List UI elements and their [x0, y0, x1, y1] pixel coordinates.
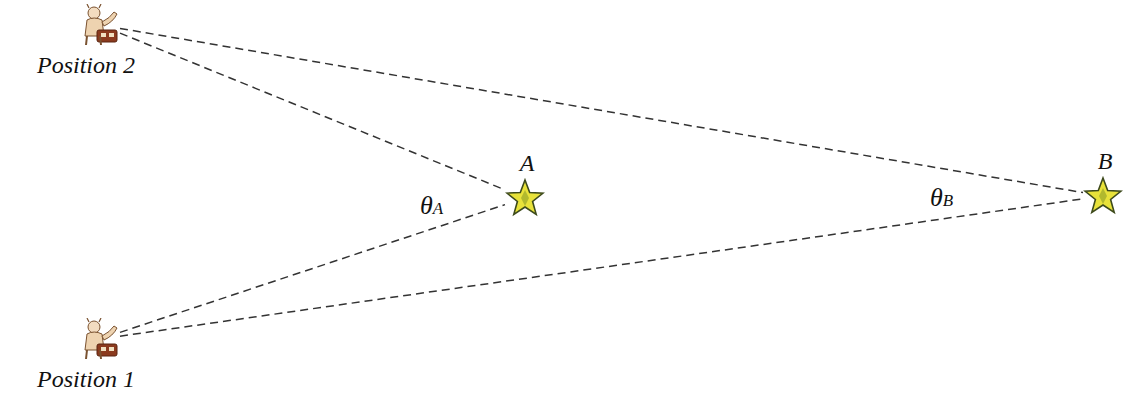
star-node: A	[505, 178, 545, 218]
angle-label: θA	[418, 190, 445, 221]
star-icon	[1083, 176, 1123, 216]
sight-line	[120, 199, 1083, 336]
observer-node: Position 1	[80, 318, 120, 360]
observer-node: Position 2	[80, 4, 120, 46]
star-node: B	[1083, 176, 1123, 216]
observer-icon	[80, 4, 120, 46]
star-label: A	[520, 150, 535, 176]
star-label: B	[1098, 148, 1113, 174]
position-label: Position 2	[37, 52, 135, 78]
sight-line	[120, 205, 505, 333]
observer-icon	[80, 318, 120, 360]
angle-label: θB	[928, 182, 955, 213]
position-label: Position 1	[37, 366, 135, 392]
sight-line	[120, 28, 1083, 192]
star-icon	[505, 178, 545, 218]
sight-line	[120, 33, 505, 190]
